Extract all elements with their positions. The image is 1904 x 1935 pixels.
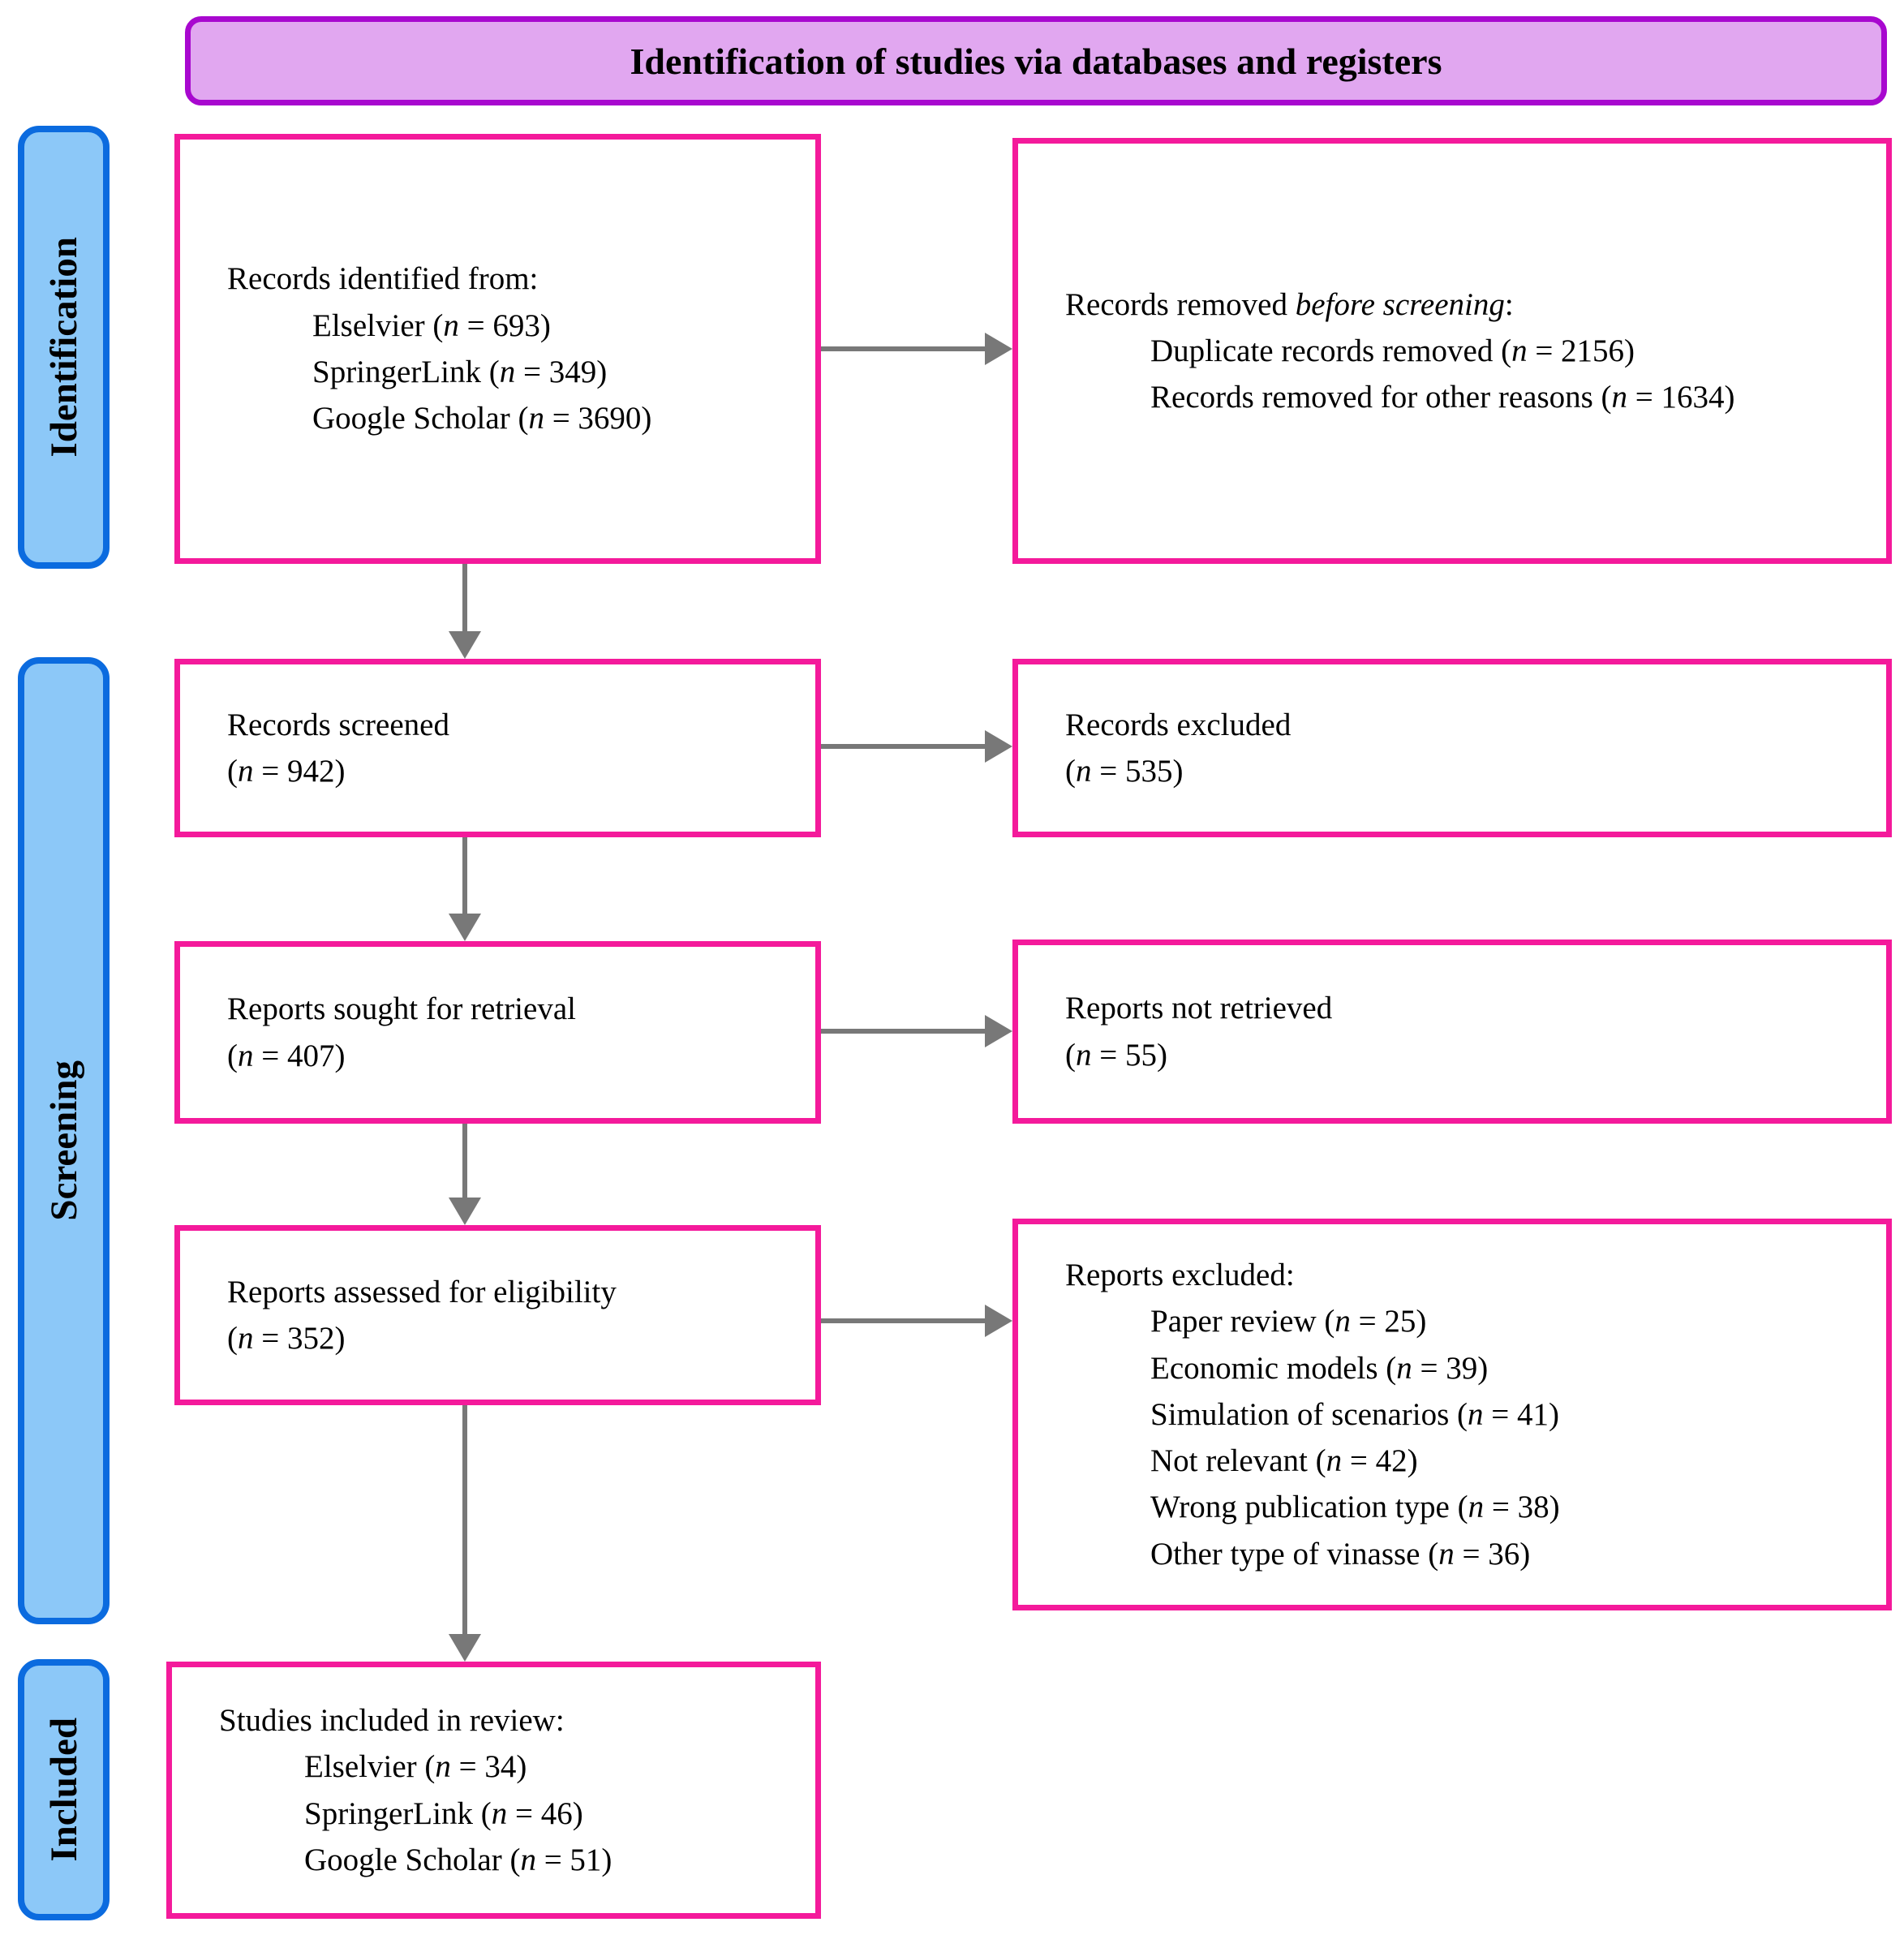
stage-label-screening-text: Screening [42, 1060, 85, 1221]
list-item: Paper review (n = 25) [1150, 1304, 1427, 1339]
box-reports-assessed-line2: (n = 352) [227, 1321, 346, 1356]
box-reports-assessed: Reports assessed for eligibility (n = 35… [174, 1225, 821, 1405]
header-banner: Identification of studies via databases … [185, 16, 1887, 105]
box-records-excluded-line1: Records excluded [1065, 707, 1292, 742]
box-records-screened-line1: Records screened [227, 707, 449, 742]
box-records-screened: Records screened (n = 942) [174, 659, 821, 837]
box-reports-sought-line1: Reports sought for retrieval [227, 991, 576, 1027]
list-item: Other type of vinasse (n = 36) [1150, 1536, 1531, 1572]
stage-label-identification-text: Identification [42, 237, 85, 458]
list-item: SpringerLink (n = 46) [304, 1795, 583, 1831]
box-records-identified: Records identified from: Elselvier (n = … [174, 134, 821, 564]
list-item: Elselvier (n = 34) [304, 1749, 527, 1785]
box-reports-excluded: Reports excluded: Paper review (n = 25) … [1012, 1219, 1892, 1610]
list-item: SpringerLink (n = 349) [312, 355, 608, 389]
box-records-excluded: Records excluded (n = 535) [1012, 659, 1892, 837]
list-item: Google Scholar (n = 51) [304, 1842, 612, 1877]
box-reports-not-retrieved-line2: (n = 55) [1065, 1037, 1167, 1073]
list-item: Wrong publication type (n = 38) [1150, 1490, 1560, 1525]
list-item: Duplicate records removed (n = 2156) [1150, 333, 1635, 368]
box-reports-excluded-title: Reports excluded: [1065, 1257, 1295, 1292]
list-item: Economic models (n = 39) [1150, 1350, 1489, 1386]
list-item: Records removed for other reasons (n = 1… [1150, 380, 1735, 415]
list-item: Simulation of scenarios (n = 41) [1150, 1396, 1559, 1432]
list-item: Elselvier (n = 693) [312, 307, 551, 343]
box-reports-sought-line2: (n = 407) [227, 1038, 346, 1073]
box-studies-included-title: Studies included in review: [219, 1702, 565, 1738]
stage-label-included-text: Included [42, 1718, 85, 1862]
box-reports-assessed-line1: Reports assessed for eligibility [227, 1274, 617, 1309]
box-records-removed: Records removed before screening: Duplic… [1012, 138, 1892, 564]
box-records-identified-title: Records identified from: [227, 261, 539, 297]
box-studies-included: Studies included in review: Elselvier (n… [166, 1662, 821, 1919]
header-title: Identification of studies via databases … [630, 40, 1442, 82]
list-item: Not relevant (n = 42) [1150, 1443, 1418, 1479]
box-records-screened-line2: (n = 942) [227, 754, 346, 789]
list-item: Google Scholar (n = 3690) [312, 401, 652, 436]
box-records-removed-title: Records removed before screening: [1065, 286, 1514, 322]
box-reports-sought: Reports sought for retrieval (n = 407) [174, 941, 821, 1124]
box-records-excluded-line2: (n = 535) [1065, 754, 1184, 789]
stage-label-identification: Identification [18, 126, 110, 569]
box-reports-not-retrieved-line1: Reports not retrieved [1065, 991, 1333, 1026]
box-reports-not-retrieved: Reports not retrieved (n = 55) [1012, 940, 1892, 1124]
stage-label-screening: Screening [18, 657, 110, 1624]
stage-label-included: Included [18, 1659, 110, 1920]
